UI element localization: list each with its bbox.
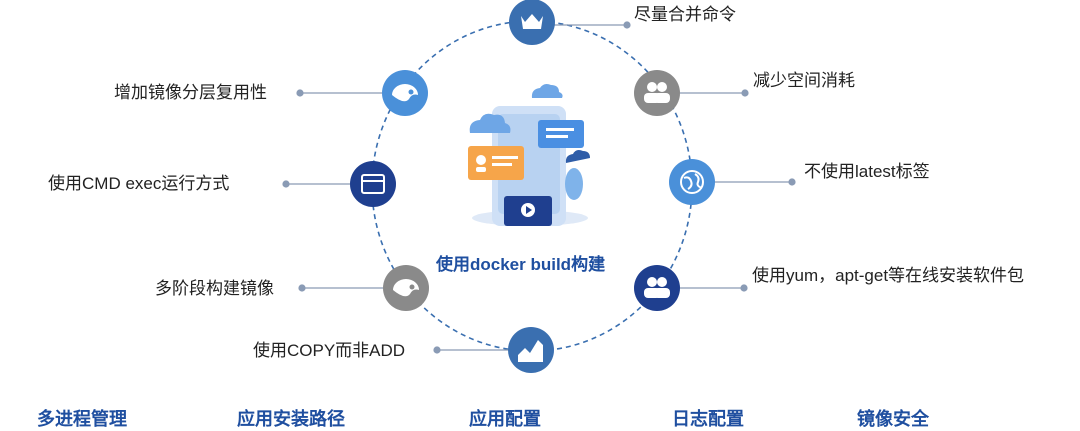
window-icon — [361, 174, 385, 194]
cloud-left-icon — [469, 113, 511, 133]
label-upper-left: 增加镜像分层复用性 — [114, 83, 267, 102]
node-bottom — [508, 327, 554, 373]
label-lower-left: 多阶段构建镜像 — [155, 279, 274, 298]
crown-icon — [521, 14, 543, 29]
globe-icon — [680, 170, 704, 194]
cloud-right-icon — [565, 150, 590, 163]
connector-dot-right — [788, 178, 796, 186]
center-title: 使用docker build构建 — [436, 255, 606, 274]
label-bottom: 使用COPY而非ADD — [253, 341, 406, 360]
node-upper-left — [382, 70, 428, 116]
tab-app-config[interactable]: 应用配置 — [469, 409, 541, 429]
play-icon — [526, 206, 532, 214]
tab-image-security[interactable]: 镜像安全 — [857, 409, 929, 429]
connector-dot-upper-right — [741, 89, 749, 97]
center-illustration — [468, 84, 590, 226]
connector-dot-bottom — [433, 346, 441, 354]
users-icon — [647, 277, 657, 287]
area-chart-icon — [518, 340, 543, 362]
label-left: 使用CMD exec运行方式 — [48, 174, 230, 193]
tab-log-config[interactable]: 日志配置 — [672, 409, 744, 429]
tab-install-path[interactable]: 应用安装路径 — [237, 409, 345, 429]
connector-dot-left — [282, 180, 290, 188]
node-upper-right — [634, 70, 680, 116]
connectors — [282, 21, 796, 354]
users-icon — [647, 82, 657, 92]
label-top: 尽量合并命令 — [634, 5, 736, 24]
node-lower-right — [634, 265, 680, 311]
nodes — [350, 0, 715, 373]
connector-dot-lower-right — [740, 284, 748, 292]
pie-chart-icon — [392, 84, 418, 102]
label-lower-right: 使用yum，apt-get等在线安装软件包 — [752, 266, 1025, 285]
label-upper-right: 减少空间消耗 — [753, 71, 855, 90]
connector-dot-upper-left — [296, 89, 304, 97]
connector-dot-top — [623, 21, 631, 29]
node-lower-left — [383, 265, 429, 311]
chat-card-blue — [538, 120, 584, 148]
pie-chart-icon — [393, 279, 419, 297]
cloud-top-icon — [531, 84, 563, 98]
node-top — [509, 0, 555, 45]
plant-leaf — [565, 168, 583, 200]
label-right: 不使用latest标签 — [804, 162, 930, 181]
connector-dot-lower-left — [298, 284, 306, 292]
tab-multi-process[interactable]: 多进程管理 — [37, 409, 127, 429]
node-left — [350, 161, 396, 207]
node-right — [669, 159, 715, 205]
